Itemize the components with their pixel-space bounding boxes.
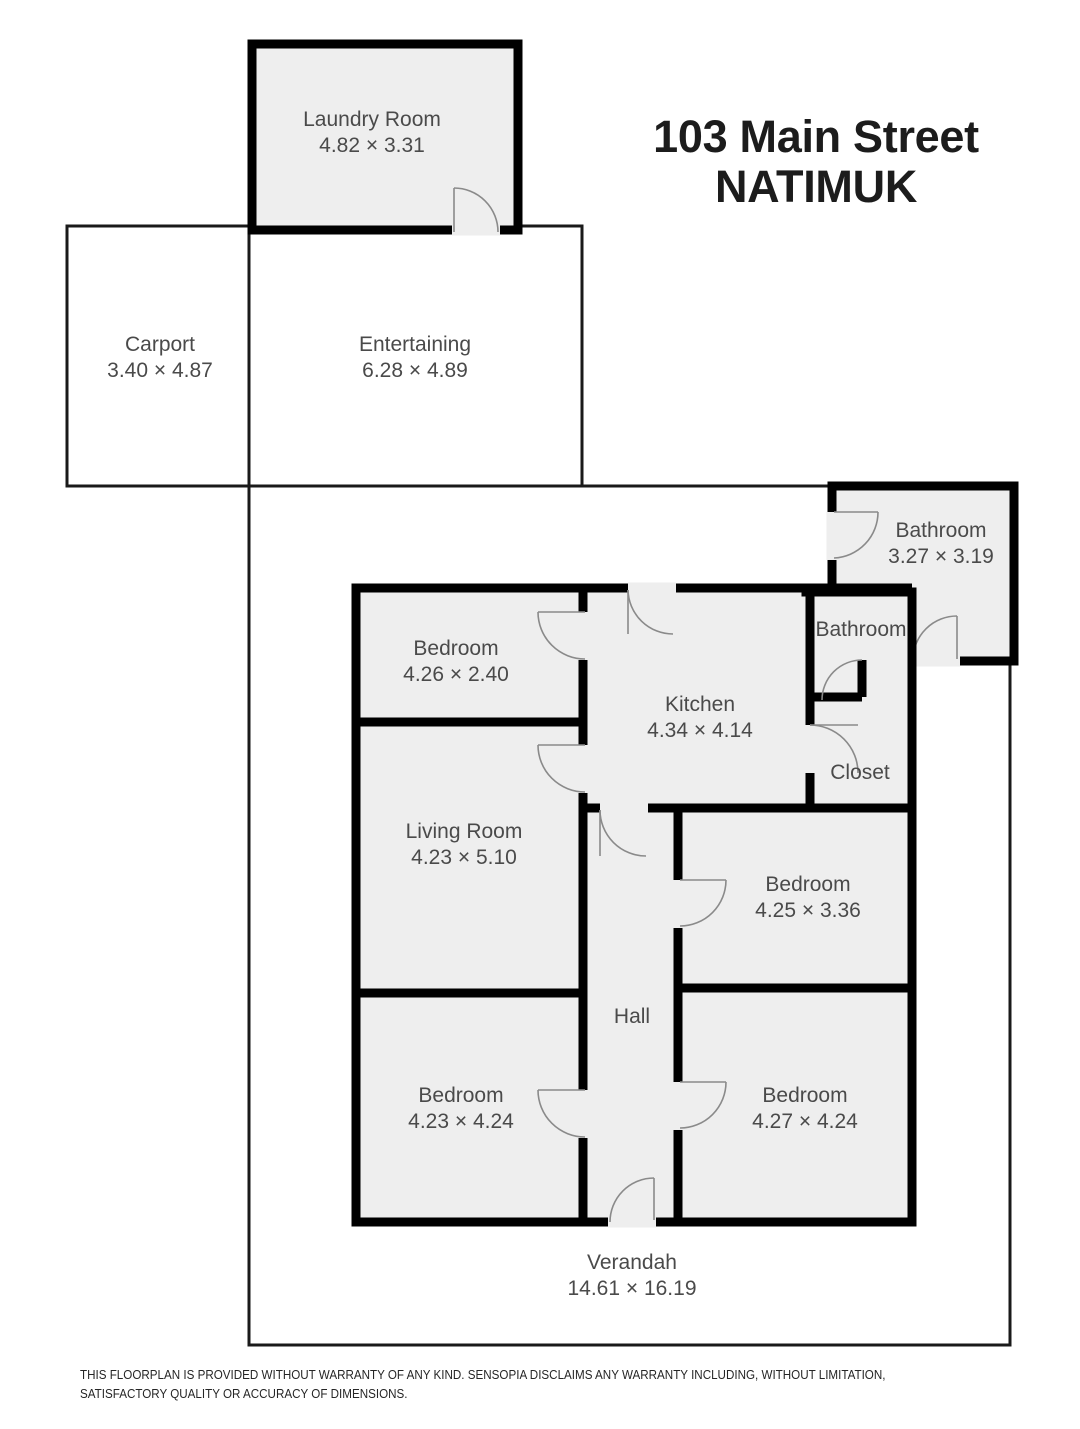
room-label-bedroom-4: Bedroom [762,1084,847,1107]
room-label-bathroom-main: Bathroom [815,618,906,641]
room-label-bedroom-2: Bedroom [765,873,850,896]
room-dim-living-room: 4.23 × 5.10 [411,846,517,869]
room-label-laundry-room: Laundry Room [303,108,441,131]
room-shape-laundry-room [247,39,523,236]
room-dim-bedroom-3: 4.23 × 4.24 [408,1110,514,1133]
room-label-hall: Hall [614,1005,650,1028]
room-label-entertaining: Entertaining [359,333,471,356]
room-dim-bedroom-2: 4.25 × 3.36 [755,899,861,922]
room-labels: Laundry Room 4.82 × 3.31 Carport 3.40 × … [107,108,994,1300]
room-label-verandah: Verandah [587,1251,677,1274]
plan-disclaimer: THIS FLOORPLAN IS PROVIDED WITHOUT WARRA… [80,1368,886,1402]
room-dim-bedroom-4: 4.27 × 4.24 [752,1110,858,1133]
main-house-block [351,582,917,1228]
room-dim-carport: 3.40 × 4.87 [107,359,213,382]
room-dim-laundry-room: 4.82 × 3.31 [319,134,425,157]
room-label-bathroom-ensuite: Bathroom [895,519,986,542]
room-label-carport: Carport [125,333,195,356]
room-label-bedroom-3: Bedroom [418,1084,503,1107]
room-dim-entertaining: 6.28 × 4.89 [362,359,468,382]
room-dim-bathroom-ensuite: 3.27 × 3.19 [888,545,994,568]
room-shape-entertaining [247,224,584,488]
room-dim-verandah: 14.61 × 16.19 [567,1277,696,1300]
room-dim-bedroom-1: 4.26 × 2.40 [403,663,509,686]
room-label-living-room: Living Room [406,820,523,843]
room-label-closet: Closet [830,761,890,784]
room-shape-carport [65,224,251,488]
room-label-kitchen: Kitchen [665,693,735,716]
room-dim-kitchen: 4.34 × 4.14 [647,719,753,742]
room-label-bedroom-1: Bedroom [413,637,498,660]
